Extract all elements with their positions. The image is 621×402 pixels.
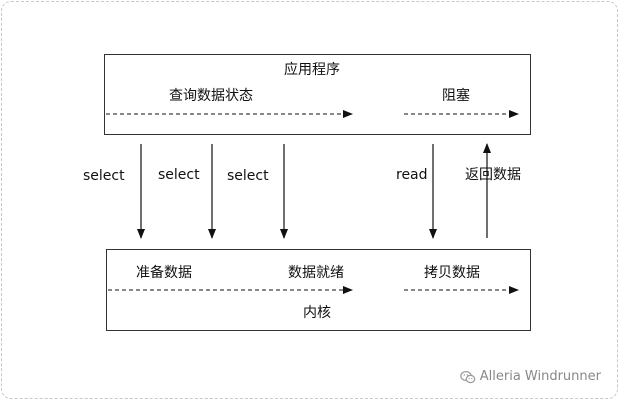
prepare-data-label: 准备数据 bbox=[136, 265, 192, 281]
data-ready-label: 数据就绪 bbox=[288, 265, 344, 281]
watermark-text: Alleria Windrunner bbox=[479, 369, 601, 384]
kernel-title: 内核 bbox=[303, 305, 331, 321]
application-box bbox=[104, 54, 531, 135]
select-label-3: select bbox=[227, 168, 269, 184]
application-title: 应用程序 bbox=[284, 62, 340, 78]
blocked-label: 阻塞 bbox=[442, 88, 470, 104]
wechat-icon bbox=[459, 370, 476, 383]
return-data-label: 返回数据 bbox=[465, 167, 521, 183]
select-label-1: select bbox=[83, 168, 125, 184]
read-label: read bbox=[396, 167, 428, 183]
copy-data-label: 拷贝数据 bbox=[424, 265, 480, 281]
select-label-2: select bbox=[158, 167, 200, 183]
watermark: Alleria Windrunner bbox=[459, 369, 601, 384]
kernel-box bbox=[106, 249, 531, 331]
query-status-label: 查询数据状态 bbox=[169, 88, 253, 104]
